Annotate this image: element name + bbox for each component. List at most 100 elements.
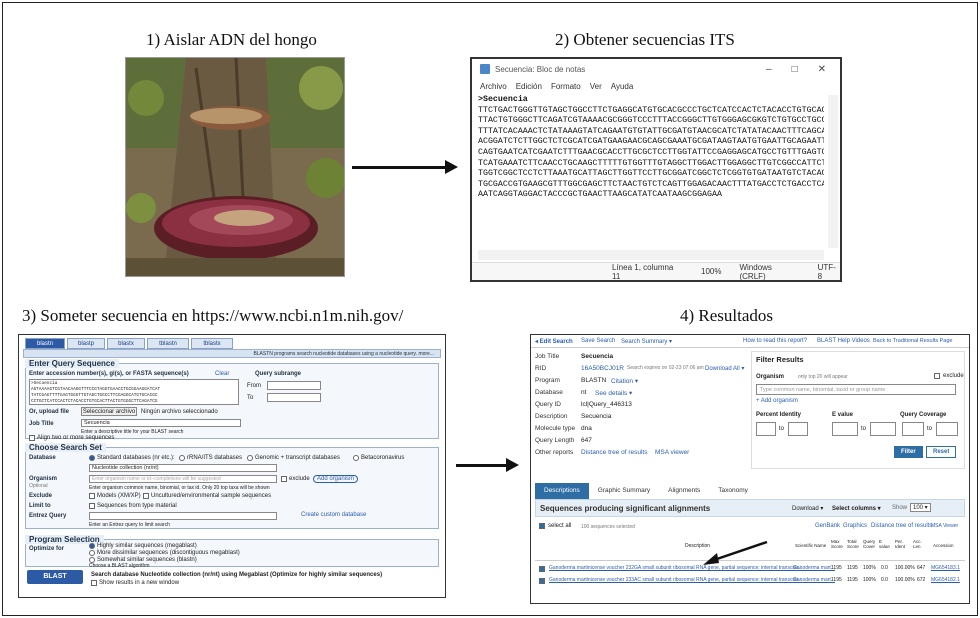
tab-blastp[interactable]: blastp [67, 338, 105, 349]
msa-viewer-link[interactable]: MSA viewer [655, 449, 690, 456]
distance-tree-link[interactable]: Distance tree of results [581, 449, 648, 456]
uncultured-checkbox[interactable] [143, 493, 149, 499]
col-query-cover[interactable]: Query Cover [863, 539, 876, 549]
exclude-checkbox[interactable] [934, 373, 940, 379]
query-sequence-textarea[interactable]: >Secuencia AGTAAAAGTCGTAACAAGGTTTCCGTAGG… [29, 379, 239, 405]
clear-link[interactable]: Clear [215, 371, 230, 377]
citation-link[interactable]: Citation ▾ [611, 378, 639, 385]
new-window-checkbox[interactable] [91, 580, 97, 586]
select-all-checkbox[interactable] [539, 523, 545, 529]
row-scientific-name[interactable]: Ganoderma mart... [793, 565, 835, 571]
col-per-ident[interactable]: Per. Ident [895, 539, 906, 549]
evalue-max-input[interactable] [870, 422, 896, 436]
db-genomic-radio[interactable] [247, 455, 253, 461]
col-acc-len[interactable]: Acc. Len [913, 539, 922, 549]
col-description[interactable]: Description [685, 543, 711, 549]
db-rrna-radio[interactable] [179, 455, 185, 461]
col-max-score[interactable]: Max Score [831, 539, 843, 549]
vertical-scrollbar[interactable] [828, 95, 838, 248]
distance-tree-link[interactable]: Distance tree of results [871, 523, 933, 529]
notepad-text-area[interactable]: >Secuencia TTCTGACTGGGTTGTAGCTGGCCTTCTGA… [478, 95, 824, 248]
models-label: Models (XM/XP) [97, 493, 141, 499]
edit-search-button[interactable]: ◂ Edit Search [535, 339, 573, 345]
blastn-label: Somewhat similar sequences (blastn) [97, 557, 197, 563]
filter-button[interactable]: Filter [894, 446, 923, 458]
blastn-radio[interactable] [89, 557, 95, 563]
field-value: nt [581, 389, 587, 396]
col-evalue[interactable]: E value [879, 539, 890, 549]
megablast-radio[interactable] [89, 543, 95, 549]
col-scientific-name[interactable]: Scientific Name [795, 543, 827, 548]
row-scientific-name[interactable]: Ganoderma mart... [793, 577, 835, 583]
table-row[interactable]: Ganoderma martinicense voucher 232GA sma… [535, 565, 965, 575]
download-all-link[interactable]: Download All ▾ [705, 366, 745, 372]
models-checkbox[interactable] [89, 493, 95, 499]
blast-button[interactable]: BLAST [27, 570, 83, 584]
rid-value[interactable]: 16A50BCJ01R [581, 365, 624, 372]
from-input[interactable] [267, 381, 321, 390]
row-checkbox[interactable] [539, 578, 545, 584]
identity-max-input[interactable] [788, 422, 808, 436]
db-betacov-radio[interactable] [353, 455, 359, 461]
menu-formato[interactable]: Formato [550, 81, 581, 91]
database-select[interactable]: Nucleotide collection (nr/nt) [89, 464, 277, 472]
menu-archivo[interactable]: Archivo [480, 81, 507, 91]
to-input[interactable] [267, 393, 321, 402]
add-organism-button[interactable]: Add organism [313, 475, 359, 483]
tab-tblastx[interactable]: tblastx [191, 338, 233, 349]
evalue-min-input[interactable] [832, 422, 858, 436]
coverage-min-input[interactable] [902, 422, 924, 436]
row-accession[interactable]: MG654182.1 [931, 577, 960, 583]
dc-megablast-radio[interactable] [89, 550, 95, 556]
row-description[interactable]: Ganoderma martinicense voucher 232GA sma… [549, 565, 803, 571]
close-icon[interactable]: ✕ [817, 63, 826, 75]
col-accession[interactable]: Accession [933, 543, 954, 548]
row-checkbox[interactable] [539, 566, 545, 572]
row-accession[interactable]: MG654183.1 [931, 565, 960, 571]
save-search-link[interactable]: Save Search [581, 338, 616, 344]
organism-filter-input[interactable]: Type common name, binomial, taxid or gro… [756, 384, 956, 395]
type-material-checkbox[interactable] [89, 503, 95, 509]
tab-tblastn[interactable]: tblastn [147, 338, 189, 349]
menu-ayuda[interactable]: Ayuda [610, 81, 634, 91]
select-columns-menu[interactable]: Select columns ▾ [832, 506, 881, 512]
job-title-input[interactable]: Secuencia [81, 419, 241, 427]
coverage-max-input[interactable] [936, 422, 958, 436]
create-custom-db-link[interactable]: Create custom database [301, 512, 367, 518]
graphics-link[interactable]: Graphics [843, 523, 868, 529]
help-videos-link[interactable]: BLAST Help Videos [817, 338, 870, 344]
tab-graphic-summary[interactable]: Graphic Summary [597, 487, 651, 494]
align-two-checkbox[interactable] [29, 435, 35, 441]
choose-file-button[interactable]: Seleccionar archivo [81, 407, 137, 416]
tab-blastx[interactable]: blastx [107, 338, 145, 349]
how-to-read-link[interactable]: How to read this report? [743, 338, 808, 344]
tab-alignments[interactable]: Alignments [668, 487, 701, 494]
tab-taxonomy[interactable]: Taxonomy [718, 487, 748, 494]
db-genomic-label: Genomic + transcript databases [255, 455, 340, 461]
traditional-results-link[interactable]: Back to Traditional Results Page [873, 338, 953, 344]
add-organism-link[interactable]: + Add organism [756, 398, 798, 404]
table-row[interactable]: Ganoderma martinicense voucher 233AC sma… [535, 577, 965, 587]
col-total-score[interactable]: Total Score [847, 539, 859, 549]
show-count-select[interactable]: 100 ▾ [910, 503, 931, 512]
row-description[interactable]: Ganoderma martinicense voucher 233AC sma… [549, 577, 803, 583]
download-menu[interactable]: Download ▾ [792, 506, 824, 512]
reset-button[interactable]: Reset [926, 446, 957, 458]
tab-descriptions[interactable]: Descriptions [535, 483, 589, 499]
menu-ver[interactable]: Ver [589, 81, 602, 91]
msa-viewer-link[interactable]: MSA Viewer [931, 523, 959, 529]
horizontal-scrollbar[interactable] [478, 250, 824, 260]
maximize-icon[interactable]: □ [791, 63, 798, 75]
organism-input[interactable]: Enter organism name or id--completions w… [89, 475, 277, 483]
menu-edicion[interactable]: Edición [515, 81, 542, 91]
identity-min-input[interactable] [756, 422, 776, 436]
entrez-input[interactable] [89, 512, 277, 520]
exclude-checkbox[interactable] [281, 476, 287, 482]
minimize-icon[interactable]: – [766, 63, 772, 75]
db-standard-radio[interactable] [89, 455, 95, 461]
genbank-link[interactable]: GenBank [815, 523, 841, 529]
tab-blastn[interactable]: blastn [25, 338, 65, 349]
search-summary-link[interactable]: Search Summary ▾ [621, 339, 673, 345]
see-details-link[interactable]: See details ▾ [595, 390, 633, 397]
